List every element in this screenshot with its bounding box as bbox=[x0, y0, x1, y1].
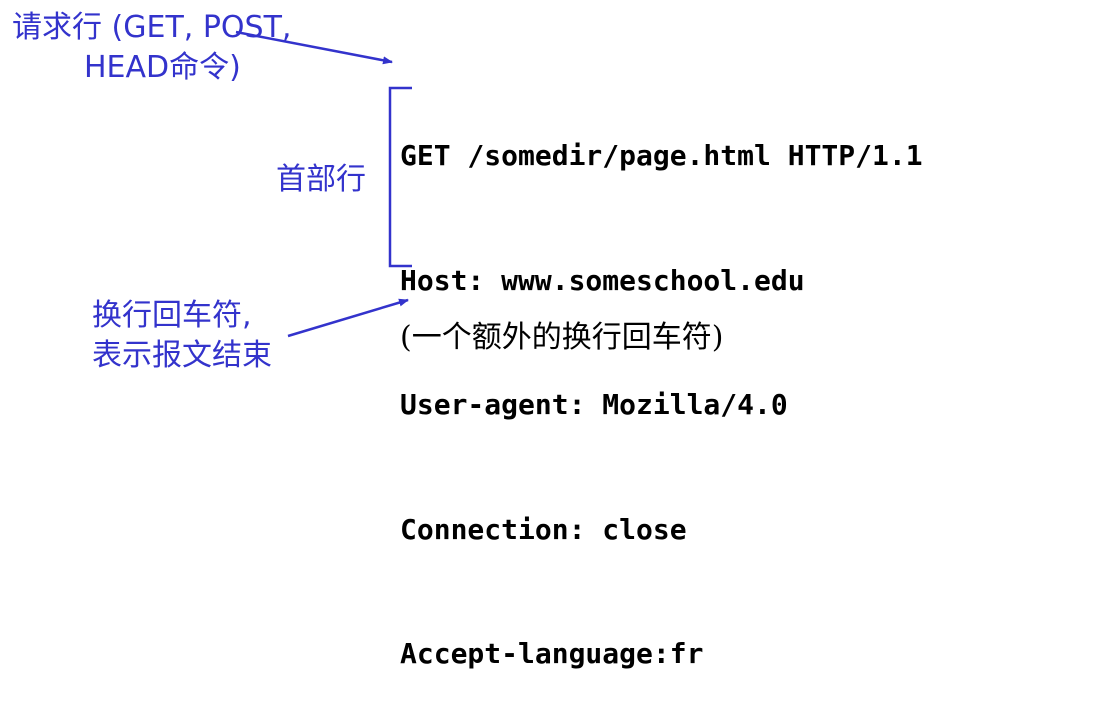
extra-crlf-text: (一个额外的换行回车符) bbox=[400, 320, 724, 355]
header-lines-label: 首部行 bbox=[276, 162, 366, 197]
header-line-connection: Connection: close bbox=[400, 512, 687, 546]
header-line-host: Host: www.someschool.edu bbox=[400, 263, 805, 297]
request-line-label-line-1: 请求行 (GET, POST, bbox=[12, 10, 292, 45]
http-request-message: GET /somedir/page.html HTTP/1.1 Host: ww… bbox=[400, 52, 923, 716]
header-line-user-agent: User-agent: Mozilla/4.0 bbox=[400, 388, 788, 421]
request-line-label: 请求行 (GET, POST, HEAD命令) bbox=[12, 8, 291, 88]
end-of-message-arrow bbox=[287, 298, 409, 338]
request-line-label-line-2: HEAD命令) bbox=[84, 50, 241, 85]
end-of-message-label-line-2: 表示报文结束 bbox=[92, 338, 272, 373]
end-of-message-label-line-1: 换行回车符, bbox=[92, 298, 252, 333]
header-line-accept-language: Accept-language:fr bbox=[400, 637, 704, 670]
end-of-message-label: 换行回车符, 表示报文结束 bbox=[92, 296, 272, 376]
request-line: GET /somedir/page.html HTTP/1.1 bbox=[400, 139, 923, 172]
